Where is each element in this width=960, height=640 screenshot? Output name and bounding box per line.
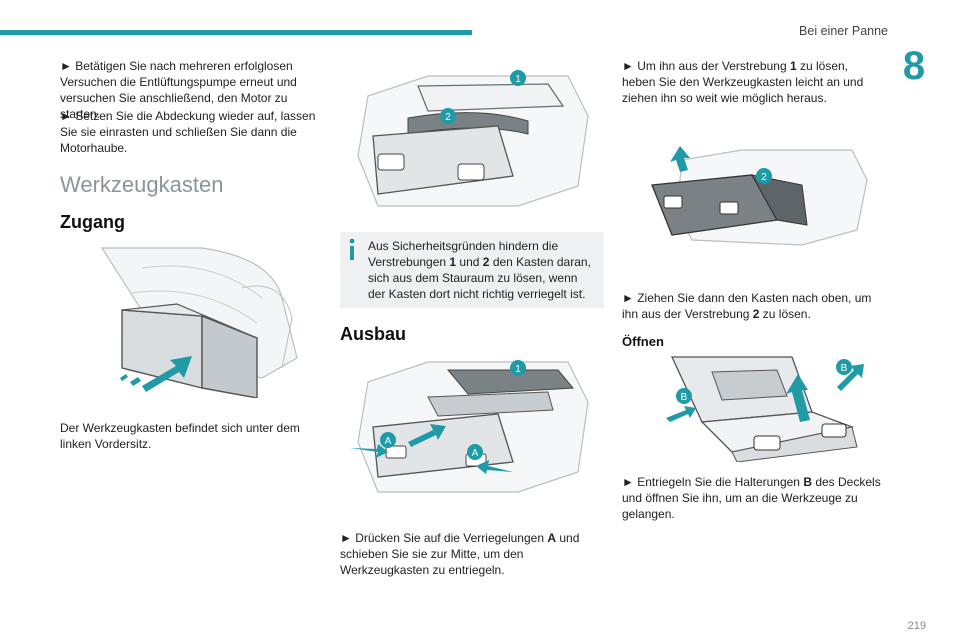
- seat-illustration: [100, 247, 298, 398]
- chapter-number: 8: [902, 44, 926, 88]
- toolbox-pullout-illustration: 2: [651, 146, 868, 246]
- paragraph-cover: ► Setzen Sie die Abdeckung wieder auf, l…: [60, 109, 316, 155]
- figure-label-a-right: A: [472, 448, 479, 459]
- toolbox-unlock-illustration: 1 A A: [350, 360, 589, 493]
- figure-label-a-left: A: [385, 436, 392, 447]
- paragraph-open: ► Entriegeln Sie die Halterungen B des D…: [622, 475, 881, 521]
- figure-label-1b: 1: [515, 364, 521, 375]
- subsection-oeffnen: Öffnen: [622, 334, 664, 349]
- chapter-title: Bei einer Panne: [799, 24, 888, 38]
- paragraph-pullup: ► Ziehen Sie dann den Kasten nach oben, …: [622, 291, 872, 321]
- page-number: 219: [907, 620, 926, 632]
- figure-label-b-left: B: [681, 392, 688, 403]
- paragraph-lift: ► Um ihn aus der Verstrebung 1 zu lösen,…: [622, 59, 864, 105]
- toolbox-open-illustration: B B: [666, 356, 864, 462]
- figure-label-2b: 2: [761, 172, 767, 183]
- info-icon: [349, 238, 355, 260]
- figure-label-b-right: B: [841, 363, 848, 374]
- figure-label-1: 1: [515, 74, 521, 85]
- paragraph-location: Der Werkzeugkasten befindet sich unter d…: [60, 421, 300, 451]
- safety-note: Aus Sicherheitsgründen hindern die Verst…: [340, 232, 604, 308]
- header-accent-bar: [0, 30, 472, 35]
- figure-label-2: 2: [445, 112, 451, 123]
- paragraph-retry: ► Betätigen Sie nach mehreren erfolglose…: [60, 59, 297, 121]
- subsection-ausbau: Ausbau: [340, 324, 407, 344]
- section-title: Werkzeugkasten: [60, 172, 224, 197]
- toolbox-struts-illustration: 1 2: [357, 70, 589, 207]
- paragraph-unlock: ► Drücken Sie auf die Verriegelungen A u…: [340, 531, 580, 577]
- subsection-zugang: Zugang: [60, 212, 125, 232]
